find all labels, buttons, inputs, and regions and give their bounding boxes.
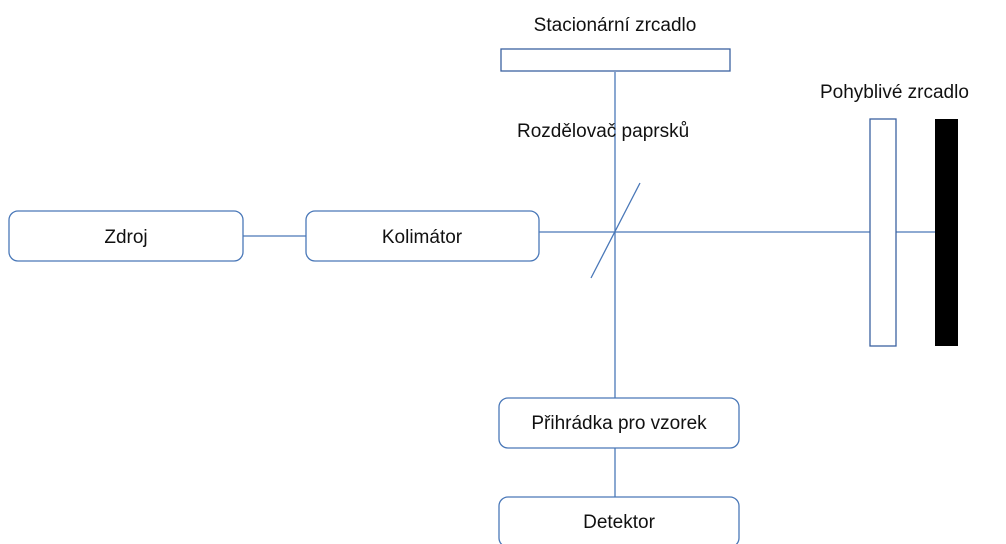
beam-splitter-label: Rozdělovač paprsků (517, 121, 689, 142)
source-label: Zdroj (104, 227, 147, 248)
detector-label: Detektor (583, 512, 655, 533)
moving-mirror-frame (869, 118, 897, 347)
collimator-label: Kolimátor (382, 227, 463, 248)
sample-compartment-label: Přihrádka pro vzorek (531, 413, 707, 434)
detector-box (498, 496, 740, 544)
fixed-mirror-label: Stacionární zrcadlo (534, 15, 697, 36)
moving-mirror-label: Pohyblivé zrcadlo (820, 82, 969, 103)
collimator-box (305, 210, 540, 262)
beam-splitter-plate (590, 182, 641, 279)
sample-compartment-box (498, 397, 740, 449)
fixed-mirror (500, 48, 731, 72)
moving-mirror (935, 119, 958, 346)
source-box (8, 210, 244, 262)
